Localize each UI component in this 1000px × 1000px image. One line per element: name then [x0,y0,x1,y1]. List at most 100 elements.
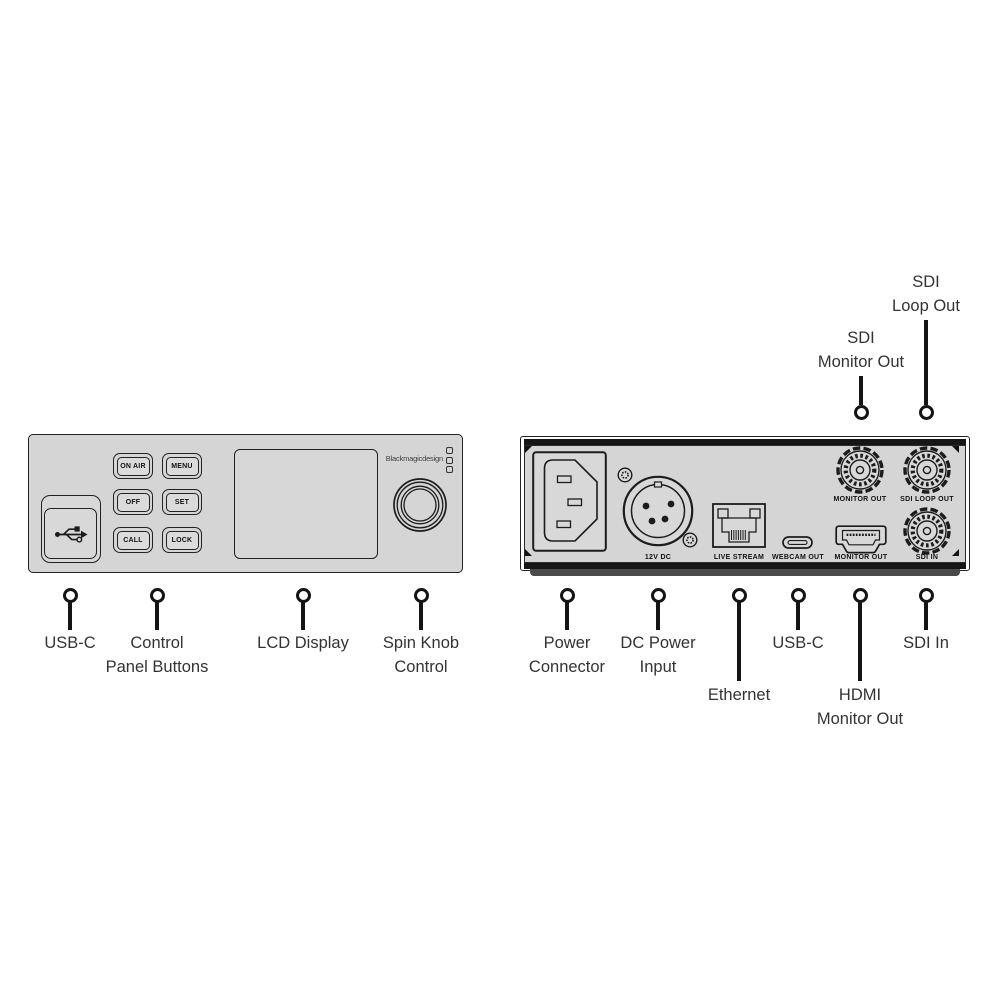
button-menu: MENU [162,453,202,479]
usbc-port-front [41,495,101,563]
callout-line [924,320,928,405]
callout-marker [853,404,869,420]
callout-line [796,602,800,630]
corner-tab-icon [525,549,532,556]
bnc-sdi-in [903,507,951,555]
callout-line [858,602,862,681]
callout-marker [62,587,78,603]
callout-line [301,602,305,630]
callout-marker [149,587,165,603]
usbc-port-front-inner [44,508,97,559]
callout-label: Ethernet [654,683,824,707]
callout-label-line: Monitor Out [817,353,905,371]
callout-line [859,376,863,405]
xlr-dc-input [622,475,694,547]
button-off: OFF [113,489,153,515]
torx-screw-icon [617,467,633,483]
callout-marker [918,587,934,603]
callout-label: HDMI Monitor Out [775,683,945,731]
callout-label-line: HDMI [838,686,882,704]
button-lock-label: LOCK [165,530,199,550]
callout-label: SDI Monitor Out [776,326,946,374]
callout-label-line: Panel Buttons [105,658,209,676]
callout-marker [559,587,575,603]
corner-tab-icon [952,549,959,556]
callout-label-line: Loop Out [892,297,960,315]
callout-marker [413,587,429,603]
callout-label: LCD Display [218,631,388,655]
callout-marker [731,587,747,603]
logo-dot [446,447,453,454]
bnc-sdi-loop-out [903,446,951,494]
button-on-air-label: ON AIR [116,456,150,476]
callout-marker [295,587,311,603]
callout-line [419,602,423,630]
hdmi-port [835,525,887,554]
callout-marker [790,587,806,603]
callout-label: Control Panel Buttons [72,631,242,679]
button-call-label: CALL [116,530,150,550]
rear-panel-foot [530,569,960,576]
callout-line [656,602,660,630]
callout-label: USB-C [713,631,883,655]
rear-panel-bottom-edge [524,563,966,569]
bnc-monitor-out [836,446,884,494]
callout-line [155,602,159,630]
rear-panel-top-edge [524,439,966,445]
button-on-air: ON AIR [113,453,153,479]
callout-label-line: USB-C [772,634,824,652]
button-menu-label: MENU [165,456,199,476]
ethernet-port [712,503,766,548]
callout-label: Power Connector [482,631,652,679]
usbc-port-rear [782,536,813,549]
label-monitor-out-hdmi: MONITOR OUT [834,554,888,561]
callout-label-line: LCD Display [257,634,349,652]
callout-label: Spin Knob Control [336,631,506,679]
callout-marker [852,587,868,603]
brand-logo: Blackmagicdesign [385,454,443,463]
callout-label-line: SDI In [903,634,949,652]
label-webcam-out: WEBCAM OUT [772,554,824,561]
logo-dot [446,466,453,473]
callout-label-line: Control [394,658,448,676]
button-set-label: SET [165,492,199,512]
spin-knob [393,478,447,532]
callout-line [737,602,741,681]
callout-label-line: Input [639,658,677,676]
callout-label: DC Power Input [573,631,743,679]
label-sdi-in: SDI IN [915,554,939,561]
callout-marker [918,404,934,420]
label-12v-dc: 12V DC [644,554,672,561]
button-call: CALL [113,527,153,553]
button-set: SET [162,489,202,515]
callout-line [565,602,569,630]
callout-line [68,602,72,630]
label-sdi-loop-out: SDI LOOP OUT [900,496,954,503]
callout-marker [650,587,666,603]
callout-label-line: Connector [528,658,606,676]
callout-label-line: Monitor Out [816,710,904,728]
callout-label-line: SDI [912,273,940,291]
label-live-stream: LIVE STREAM [713,554,765,561]
power-connector-iec [532,451,607,552]
usb-icon [54,525,87,543]
button-off-label: OFF [116,492,150,512]
lcd-display [234,449,378,559]
logo-dot [446,456,453,464]
front-panel: ON AIR MENU OFF SET CALL LOCK Blackmagic… [28,434,463,573]
callout-label-line: DC Power [620,634,696,652]
callout-label-line: USB-C [44,634,96,652]
callout-label-line: Power [543,634,591,652]
callout-label-line: SDI [847,329,875,347]
corner-tab-icon [952,446,959,453]
callout-line [924,602,928,630]
torx-screw-icon [682,532,698,548]
callout-label-line: Spin Knob [382,634,460,652]
callout-label: USB-C [0,631,155,655]
label-monitor-out-bnc: MONITOR OUT [833,496,887,503]
callout-label-line: Ethernet [707,686,771,704]
callout-label-line: Control [130,634,184,652]
corner-tab-icon [525,446,532,453]
button-lock: LOCK [162,527,202,553]
